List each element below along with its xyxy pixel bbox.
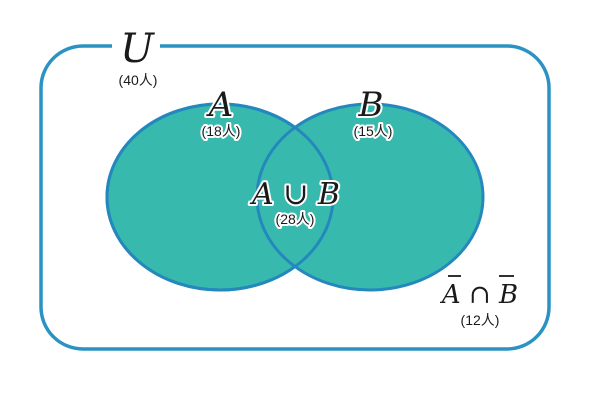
complement-intersection-symbol: A ∩ B <box>440 280 518 310</box>
circle-b <box>255 102 485 292</box>
set-b-symbol: B <box>358 85 384 125</box>
set-a-symbol: A <box>206 85 234 125</box>
set-b-count: (15人) <box>354 123 393 139</box>
universe-symbol: U <box>120 26 155 72</box>
circle-a-outline <box>105 102 335 292</box>
universe-label-gap <box>112 38 160 54</box>
union-count: (28人) <box>276 211 315 227</box>
union-symbol: A ∪ B <box>249 177 340 212</box>
universe-frame <box>39 44 551 351</box>
complement-intersection-count: (12人) <box>461 312 500 328</box>
set-a-count: (18人) <box>202 123 241 139</box>
universe-count: (40人) <box>119 72 158 88</box>
